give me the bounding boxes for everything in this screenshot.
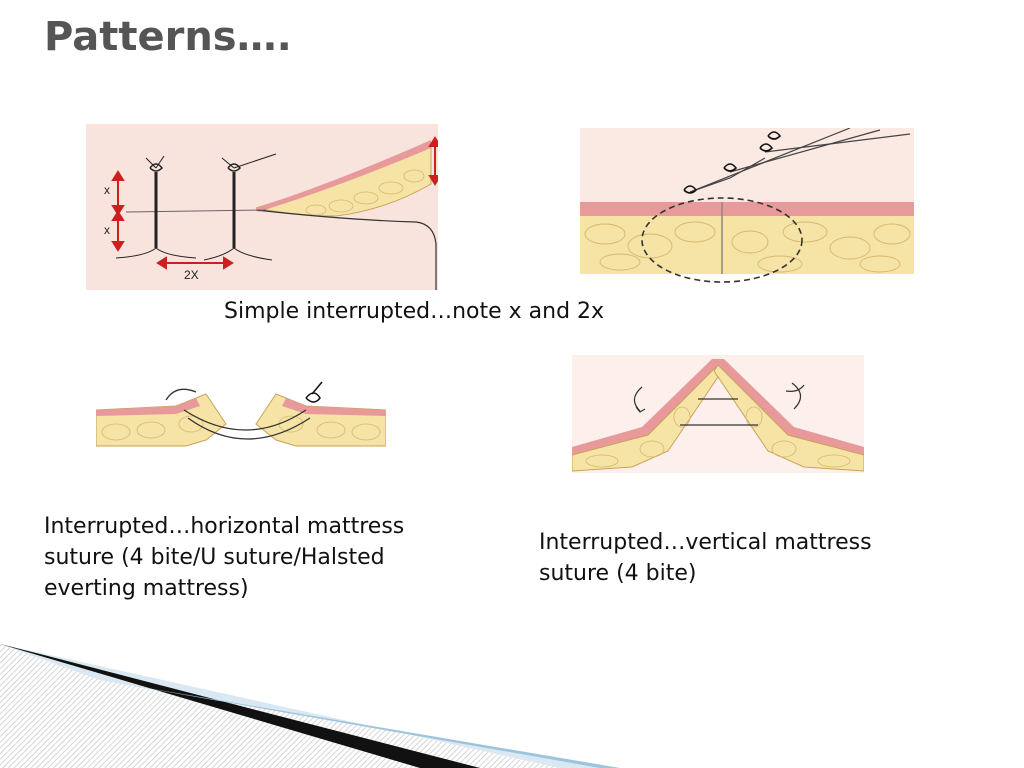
- label-2x: 2X: [184, 268, 199, 282]
- suture-path: [641, 197, 803, 283]
- horizontal-mattress-illustration: [96, 381, 386, 447]
- label-x-top: x: [104, 183, 110, 197]
- caption-vertical-mattress: Interrupted…vertical mattress suture (4 …: [539, 530, 872, 586]
- label-x-bottom: x: [104, 223, 110, 237]
- suture-lines: [680, 398, 758, 426]
- suture-threads: [689, 128, 911, 193]
- suture-1: [115, 155, 197, 259]
- simple-interrupted-illustration: x x 2X x: [86, 124, 438, 290]
- x-dimension-arrow-right: [428, 136, 438, 186]
- caption-horizontal-mattress: Interrupted…horizontal mattress suture (…: [44, 514, 405, 601]
- dermis-layer: [580, 202, 914, 216]
- 2x-dimension-arrow: [156, 256, 234, 270]
- dermis-layer: [256, 140, 431, 212]
- rotation-arrow-left: [633, 386, 646, 413]
- suture-knots: [683, 131, 782, 194]
- suture-loop: [165, 388, 311, 440]
- suture-2: [203, 153, 277, 261]
- x-dimension-arrows: [111, 170, 125, 252]
- simple-interrupted-cross-section: [580, 128, 914, 283]
- footer-decoration: [0, 644, 620, 768]
- fat-layer: [580, 216, 914, 274]
- skin-surface: [580, 128, 914, 202]
- caption-simple-interrupted: Simple interrupted…note x and 2x: [224, 299, 605, 324]
- suture-knot-right: [785, 382, 805, 410]
- suture-knot: [305, 381, 323, 403]
- vertical-mattress-illustration: [572, 355, 864, 473]
- slide-title: Patterns….: [44, 14, 292, 60]
